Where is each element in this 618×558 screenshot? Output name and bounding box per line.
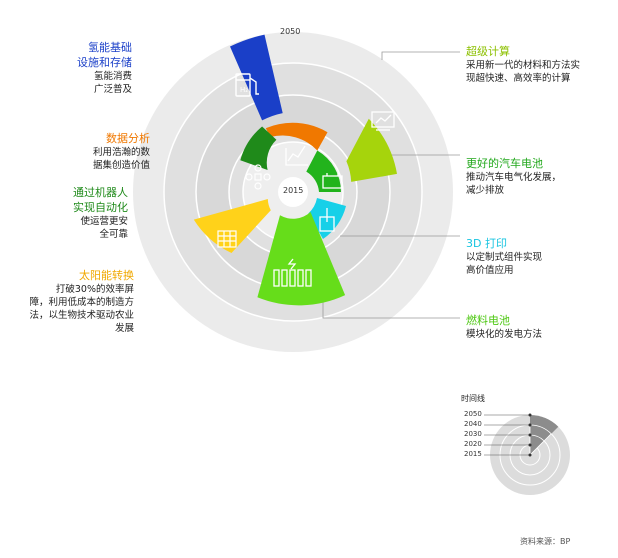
fuel-cell-icon bbox=[273, 258, 312, 287]
title-robotics: 通过机器人 实现自动化 bbox=[73, 186, 128, 214]
timeline-year-2040: 2040 bbox=[464, 420, 482, 428]
solar-panel-icon bbox=[217, 230, 237, 248]
year-2015-label: 2015 bbox=[283, 186, 304, 195]
label-3d-printing: 3D 打印 以定制式组件实现 高价值应用 bbox=[466, 236, 606, 277]
title-solar: 太阳能转换 bbox=[79, 269, 134, 282]
sector-solar bbox=[193, 199, 271, 253]
label-fuel-cell: 燃料电池 模块化的发电方法 bbox=[466, 313, 606, 341]
desc-fuel-cell: 模块化的发电方法 bbox=[466, 329, 543, 340]
label-robotics: 通过机器人 实现自动化 使运营更安 全可靠 bbox=[20, 185, 128, 241]
timeline-chart bbox=[484, 413, 570, 495]
line-chart-icon bbox=[285, 145, 308, 166]
title-fuel-cell: 燃料电池 bbox=[466, 314, 510, 327]
source-note: 资料来源：BP bbox=[520, 537, 571, 546]
timeline-year-2020: 2020 bbox=[464, 440, 482, 448]
3d-printer-icon bbox=[319, 208, 335, 232]
computer-icon bbox=[371, 111, 395, 131]
sector-supercomputing bbox=[346, 118, 397, 182]
desc-car-battery: 推动汽车电气化发展， 减少排放 bbox=[466, 172, 562, 196]
center-circle bbox=[278, 177, 308, 207]
desc-3d-printing: 以定制式组件实现 高价值应用 bbox=[466, 252, 543, 276]
title-data-analytics: 数据分析 bbox=[106, 132, 150, 145]
desc-supercomputing: 采用新一代的材料和方法实 现超快速、高效率的计算 bbox=[466, 60, 581, 84]
title-supercomputing: 超级计算 bbox=[466, 45, 510, 58]
desc-solar: 打破30%的效率屏 障，利用低成本的制造方 法，以生物技术驱动农业 发展 bbox=[29, 284, 134, 334]
timeline-year-2050: 2050 bbox=[464, 410, 482, 418]
label-supercomputing: 超级计算 采用新一代的材料和方法实 现超快速、高效率的计算 bbox=[466, 44, 614, 85]
hydrogen-pump-icon bbox=[235, 73, 259, 97]
timeline-year-2015: 2015 bbox=[464, 450, 482, 458]
desc-data-analytics: 利用浩瀚的数 据集创造价值 bbox=[92, 147, 150, 171]
desc-robotics: 使运营更安 全可靠 bbox=[80, 216, 128, 240]
timeline-dots bbox=[528, 413, 532, 457]
title-3d-printing: 3D 打印 bbox=[466, 237, 507, 250]
h2-symbol: H₂ bbox=[240, 86, 248, 94]
title-car-battery: 更好的汽车电池 bbox=[466, 157, 543, 170]
sector-robotics bbox=[240, 126, 277, 170]
car-battery-icon bbox=[322, 173, 343, 189]
desc-hydrogen: 氢能消费 广泛普及 bbox=[93, 71, 132, 95]
sector-hydrogen bbox=[230, 34, 283, 121]
label-hydrogen: 氢能基础 设施和存储 氢能消费 广泛普及 bbox=[20, 40, 132, 96]
drone-icon bbox=[245, 164, 271, 190]
label-solar: 太阳能转换 打破30%的效率屏 障，利用低成本的制造方 法，以生物技术驱动农业 … bbox=[6, 268, 134, 335]
timeline-title: 时间线 bbox=[461, 394, 485, 403]
timeline-leaders bbox=[484, 414, 530, 456]
timeline-year-2030: 2030 bbox=[464, 430, 482, 438]
label-car-battery: 更好的汽车电池 推动汽车电气化发展， 减少排放 bbox=[466, 156, 606, 197]
label-data-analytics: 数据分析 利用浩瀚的数 据集创造价值 bbox=[20, 131, 150, 172]
title-hydrogen: 氢能基础 设施和存储 bbox=[77, 41, 132, 69]
sector-car-battery bbox=[306, 150, 342, 192]
year-2050-label: 2050 bbox=[280, 27, 301, 36]
sector-data-analytics bbox=[265, 122, 328, 151]
